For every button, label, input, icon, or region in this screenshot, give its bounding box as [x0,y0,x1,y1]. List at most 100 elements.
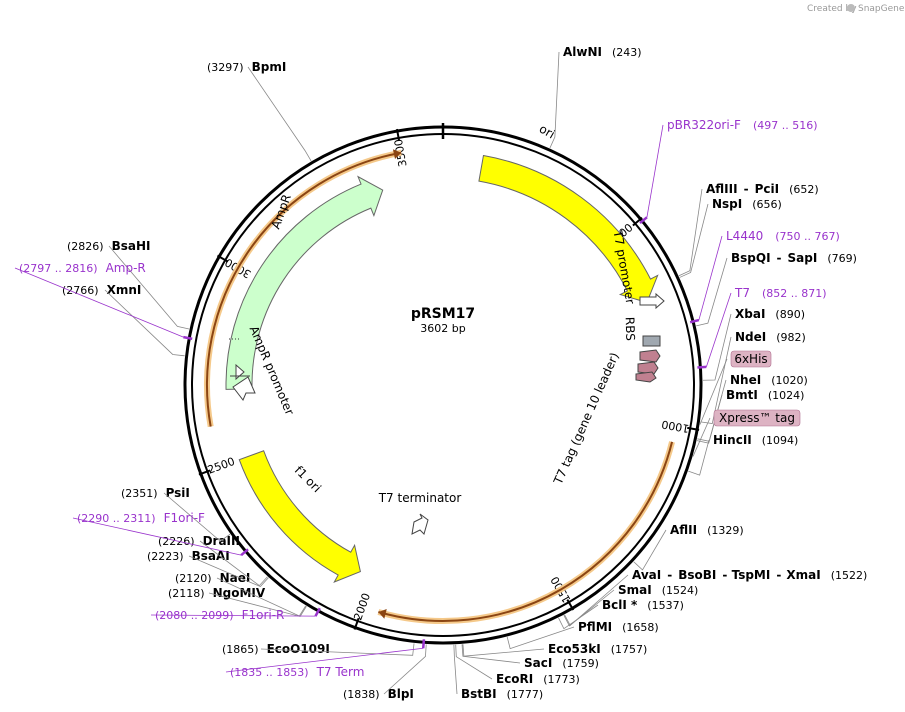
enzyme-afliii[interactable]: AflIII-PciI(652) [678,182,819,277]
enzyme-name-part: NspI [712,197,742,211]
ampr-promoter-shape[interactable] [232,376,256,401]
enzyme-pflmi[interactable]: PflMI (1658) [506,620,659,650]
primer-name: T7 Term [316,665,365,679]
feature-label-rbs: RBS [623,317,638,341]
primer-l4440[interactable]: L4440(750 .. 767) [689,229,840,324]
tick-mark [566,599,575,611]
enzyme-name-part: - [777,251,782,265]
feature-ampr[interactable] [225,175,384,390]
feature-box-bg [713,409,801,427]
leader-line [455,644,493,680]
enzyme-name-part: AflIII [706,182,738,196]
primer-amp-r[interactable]: (2797 .. 2816)Amp-R [14,261,193,341]
tick-mark [395,128,401,142]
enzyme-name-part: NdeI [735,330,766,344]
enzyme-name-part: DraIII [203,534,240,548]
primer-name: F1ori-R [242,608,285,622]
enzyme-position: (769) [827,252,857,265]
enzyme-bsahi[interactable]: (2826)BsaHI [67,239,190,330]
enzyme-avai[interactable]: AvaI-BsoBI-TspMI-XmaI(1522) [564,568,868,627]
enzyme-label: AflIII-PciI(652) [706,182,819,196]
enzyme-position: (2826) [67,240,104,253]
enzyme-ecoo109i[interactable]: (1865)EcoO109I [222,642,415,656]
enzyme-bmti[interactable]: BmtI(1024) [696,388,804,444]
leader-line [696,257,728,327]
enzyme-ndei[interactable]: NdeI(982) [700,330,806,424]
enzyme-name-part: PsiI [166,486,190,500]
enzyme-alwni[interactable]: AlwNI(243) [549,45,642,149]
primer-t7[interactable]: T7(852 .. 871) [697,286,827,369]
enzyme-label: BstBI(1777) [461,687,543,701]
tag-segment-1[interactable] [639,349,661,363]
enzyme-label: BspQI-SapI(769) [731,251,857,265]
credit-text: Created by [807,4,857,14]
tag-segment-2[interactable] [637,361,659,375]
enzyme-position: (1838) [343,688,380,701]
primer-pbr322ori-f[interactable]: pBR322ori-F(497 .. 516) [639,118,818,225]
enzyme-psii[interactable]: (2351)PsiI [121,486,231,542]
tick-label: 2500 [206,455,237,477]
enzyme-saci[interactable]: SacI(1759) [461,644,599,670]
enzyme-label: (2826)BsaHI [67,239,150,253]
enzyme-xbai[interactable]: XbaI(890) [702,307,805,381]
enzyme-eco53ki[interactable]: Eco53kI(1757) [462,642,647,657]
enzyme-position: (1773) [543,673,580,686]
feature-f1-ori[interactable] [238,450,361,583]
enzyme-label: NheI(1020) [730,373,808,387]
enzyme-nspi[interactable]: NspI(656) [679,197,782,278]
enzyme-ecori[interactable]: EcoRI(1773) [455,644,580,686]
enzyme-position: (1865) [222,643,259,656]
enzyme-label: AlwNI(243) [563,45,642,59]
backbone-outer [183,125,703,645]
enzyme-nhei[interactable]: NheI(1020) [697,373,808,442]
enzyme-label: EcoRI(1773) [496,672,580,686]
primer-f1ori-f[interactable]: (2290 .. 2311)F1ori-F [72,511,249,557]
primer-label: pBR322ori-F(497 .. 516) [667,118,818,132]
enzyme-label: BmtI(1024) [726,388,804,402]
enzyme-bpmi[interactable]: (3297)BpmI [207,60,312,162]
tag-segment-3[interactable] [635,371,657,383]
enzyme-bstbi[interactable]: BstBI(1777) [453,644,543,701]
rbs-box[interactable] [642,335,661,347]
enzyme-label: (1838) BlpI [343,687,414,701]
enzyme-position: (1777) [507,688,544,701]
leader-line [700,336,732,424]
enzyme-name-part: BclI * [602,598,638,612]
enzyme-bcli-[interactable]: BclI *(1537) [558,598,684,630]
primer-label: (2797 .. 2816)Amp-R [19,261,146,275]
enzyme-name-part: PflMI [578,620,612,634]
t7-terminator-arrow-icon[interactable] [411,513,429,535]
enzyme-position: (1024) [768,389,805,402]
enzyme-position: (1658) [622,621,659,634]
primer-t7-term[interactable]: (1835 .. 1853)T7 Term [225,639,426,679]
leader-line [688,439,710,476]
enzyme-hincii[interactable]: HincII(1094) [688,433,798,476]
enzyme-ngomiv[interactable]: (2118)NgoMIV [168,586,307,617]
enzyme-draiii[interactable]: (2226) DraIII [158,534,268,587]
enzyme-bsaai[interactable]: (2223)BsaAI [147,549,269,588]
enzyme-smai[interactable]: SmaI(1524) [563,583,699,627]
primer-leader-line [14,267,184,338]
enzyme-name-part: AvaI [632,568,661,582]
feature-box-xpress-tag[interactable]: Xpress™ tag [692,409,801,457]
enzyme-name-part: PciI [755,182,780,196]
enzyme-name-part: BlpI [388,687,414,701]
enzyme-xmni[interactable]: (2766)XmnI [62,283,185,357]
primer-label: (1835 .. 1853)T7 Term [230,665,364,679]
primer-f1ori-r[interactable]: (2080 .. 2099)F1ori-R [150,607,321,622]
leader-line [563,589,615,627]
feature-box-6xhis[interactable]: 6xHis [699,350,772,425]
enzyme-blpi[interactable]: (1838) BlpI [343,644,427,701]
primer-leader-line [225,647,424,673]
enzyme-position: (1759) [562,657,599,670]
enzyme-bspqi[interactable]: BspQI-SapI(769) [696,251,857,327]
enzyme-position: (1524) [662,584,699,597]
enzyme-position: (2226) [158,535,195,548]
enzyme-name-part: BsoBI [678,568,716,582]
enzyme-aflii[interactable]: AflII(1329) [633,523,744,571]
t7-promoter-arrow-icon[interactable] [639,292,665,310]
ampr-promoter-arrow-icon[interactable] [230,363,250,381]
orf-t7-tag[interactable] [378,441,674,622]
orf-ampr[interactable] [206,151,402,427]
primer-label: T7(852 .. 871) [734,286,827,300]
